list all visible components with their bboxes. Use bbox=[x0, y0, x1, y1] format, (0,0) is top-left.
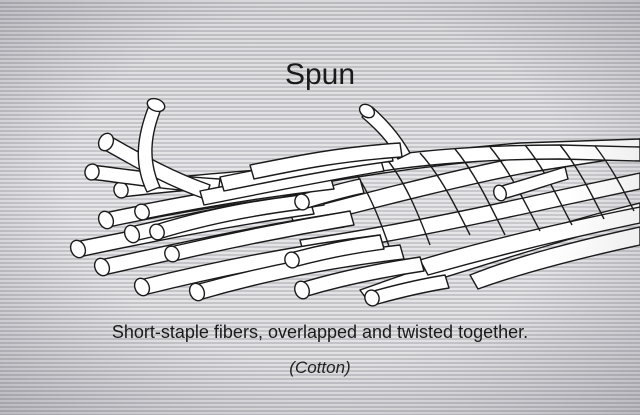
diagram-caption: Short-staple fibers, overlapped and twis… bbox=[111, 322, 529, 342]
spun-yarn-illustration bbox=[69, 97, 640, 307]
diagram-subcaption: (Cotton) bbox=[289, 358, 351, 377]
yarn-body-strands bbox=[239, 138, 640, 302]
loose-fiber-ends bbox=[69, 97, 450, 307]
diagram-title: Spun bbox=[284, 58, 356, 91]
